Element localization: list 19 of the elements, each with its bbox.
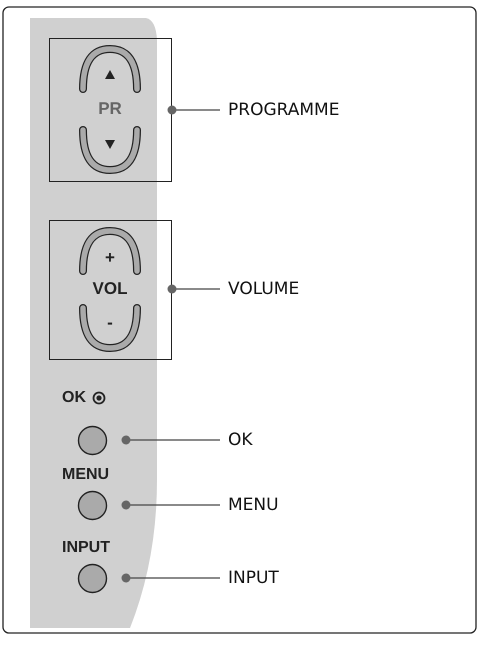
key-sign: - [106, 313, 114, 333]
rocker-key-panel [49, 38, 172, 182]
button-caption: MENU [62, 466, 110, 484]
button-caption: OK [62, 389, 86, 407]
leader-line [168, 106, 220, 114]
rocker-key-panel [49, 220, 172, 360]
control-name: INPUT [228, 568, 279, 588]
key-sign: + [104, 248, 116, 268]
leader-line [168, 284, 220, 294]
control-name: OK [228, 430, 253, 450]
key-label: VOL [92, 279, 128, 299]
leader-line [122, 436, 220, 444]
leader-line [122, 574, 220, 582]
leader-line [122, 500, 220, 510]
control-name: PROGRAMME [228, 100, 340, 120]
control-name: VOLUME [228, 279, 300, 299]
control-name: MENU [228, 495, 279, 515]
key-label: PR [97, 99, 123, 119]
button-caption: INPUT [62, 539, 110, 557]
